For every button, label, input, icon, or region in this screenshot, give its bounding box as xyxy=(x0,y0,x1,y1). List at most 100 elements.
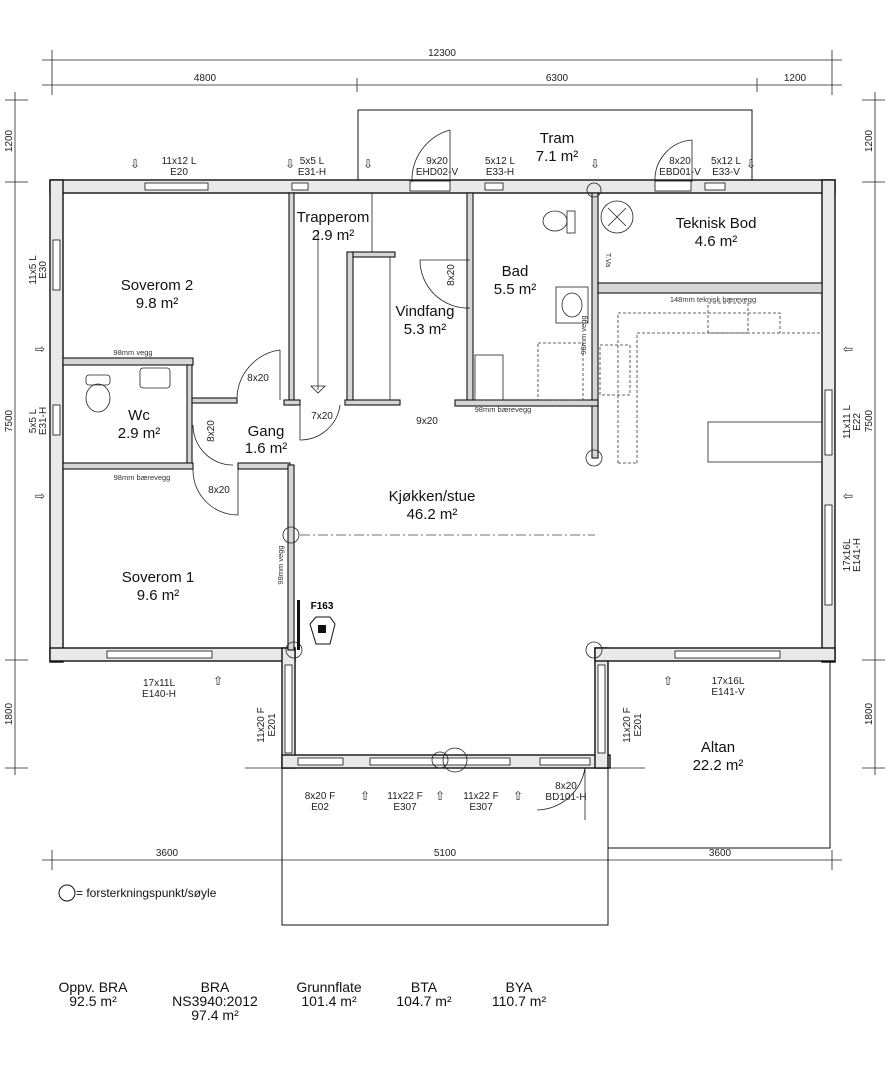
fireplace-label: F163 xyxy=(311,601,334,612)
opening-code: E307 xyxy=(469,802,493,813)
summary-sub: NS3940:2012 xyxy=(172,993,258,1009)
legend-text: = forsterkningspunkt/søyle xyxy=(76,886,217,900)
dim-right-3: 1800 xyxy=(864,702,875,725)
wall-label: 98mm vegg xyxy=(579,315,588,354)
door-size: 8x20 xyxy=(446,264,457,286)
area-summary: Oppv. BRA 92.5 m² BRA NS3940:2012 97.4 m… xyxy=(59,979,547,1023)
dim-top-1: 4800 xyxy=(194,73,217,84)
opening-size: 11x20 F xyxy=(256,707,267,742)
svg-text:⇩: ⇩ xyxy=(363,157,373,171)
svg-text:⇦: ⇦ xyxy=(843,342,853,356)
opening-size: 8x20 xyxy=(555,781,577,792)
opening-code: E20 xyxy=(170,167,188,178)
room-name: Tram xyxy=(540,130,574,147)
interior-walls xyxy=(62,192,823,651)
dim-right-1: 1200 xyxy=(864,129,875,152)
opening-size: 11x11 L xyxy=(842,405,853,440)
dim-top-3: 1200 xyxy=(784,73,807,84)
dim-top-total: 12300 xyxy=(428,48,456,59)
opening-code: E141-V xyxy=(711,687,745,698)
opening-size: 11x22 F xyxy=(387,791,422,802)
dim-bottom-3: 3600 xyxy=(709,848,732,859)
door-labels: 8x20 7x20 9x20 8x20 8x20 8x20 xyxy=(206,264,457,496)
dim-left-3: 1800 xyxy=(4,702,15,725)
door-size: 9x20 xyxy=(416,416,438,427)
room-name: Teknisk Bod xyxy=(676,215,757,232)
room-area: 5.5 m² xyxy=(494,281,537,298)
svg-text:⇧: ⇧ xyxy=(360,789,370,803)
windows xyxy=(52,180,833,766)
room-area: 9.8 m² xyxy=(136,295,179,312)
opening-size: 8x20 F xyxy=(305,791,336,802)
door-size: 8x20 xyxy=(208,485,230,496)
wall-label: 98mm vegg xyxy=(276,545,285,584)
summary-label: BTA xyxy=(411,979,438,995)
reinforcement-point-legend-icon xyxy=(58,884,76,902)
opening-size: 11x5 L xyxy=(28,255,39,285)
summary-label: BYA xyxy=(506,979,534,995)
wall-label: 98mm vegg xyxy=(113,348,152,357)
opening-size: 5x5 L xyxy=(300,156,325,167)
summary-value: 92.5 m² xyxy=(69,993,117,1009)
svg-text:⇨: ⇨ xyxy=(35,342,45,356)
wall-label: 98mm bærevegg xyxy=(475,405,532,414)
room-area: 2.9 m² xyxy=(118,425,161,442)
opening-size: 5x12 L xyxy=(485,156,515,167)
dim-left-1: 1200 xyxy=(4,129,15,152)
room-area: 7.1 m² xyxy=(536,148,579,165)
opening-code: BD101-H xyxy=(545,792,586,803)
room-name: Soverom 1 xyxy=(122,569,195,586)
room-name: Wc xyxy=(128,407,150,424)
opening-code: E307 xyxy=(393,802,417,813)
room-area: 22.2 m² xyxy=(693,757,744,774)
room-area: 1.6 m² xyxy=(245,440,288,457)
opening-size: 5x12 L xyxy=(711,156,741,167)
dim-left-2: 7500 xyxy=(4,409,15,432)
summary-value: 101.4 m² xyxy=(301,993,357,1009)
room-name: Trapperom xyxy=(297,209,370,226)
kitchen-counters xyxy=(537,302,822,464)
room-name: Kjøkken/stue xyxy=(389,488,476,505)
room-name: Vindfang xyxy=(396,303,455,320)
summary-label: BRA xyxy=(201,979,230,995)
fireplace-icon xyxy=(297,600,336,650)
opening-size: 17x11L xyxy=(143,678,176,689)
summary-value: 104.7 m² xyxy=(396,993,452,1009)
summary-label: Oppv. BRA xyxy=(59,979,129,995)
svg-text:⇨: ⇨ xyxy=(35,489,45,503)
room-name: Gang xyxy=(248,423,285,440)
opening-code: EHD02-V xyxy=(416,167,459,178)
opening-size: 11x22 F xyxy=(463,791,498,802)
door-size: 7x20 xyxy=(311,411,333,422)
door-size: 8x20 xyxy=(247,373,269,384)
dim-bottom-2: 5100 xyxy=(434,848,457,859)
svg-text:⇧: ⇧ xyxy=(663,674,673,688)
room-area: 5.3 m² xyxy=(404,321,447,338)
dim-bottom-1: 3600 xyxy=(156,848,179,859)
room-area: 4.6 m² xyxy=(695,233,738,250)
room-labels: Tram 7.1 m² Trapperom 2.9 m² Soverom 2 9… xyxy=(118,130,757,774)
opening-code: E33-V xyxy=(712,167,740,178)
svg-text:⇩: ⇩ xyxy=(130,157,140,171)
summary-value: 110.7 m² xyxy=(492,993,547,1009)
dim-top-2: 6300 xyxy=(546,73,569,84)
opening-code: E201 xyxy=(633,713,644,737)
svg-text:⇩: ⇩ xyxy=(590,157,600,171)
kitchen-island xyxy=(707,421,823,463)
opening-size: 17x16L xyxy=(712,676,745,687)
room-name: Bad xyxy=(502,263,529,280)
opening-size: 8x20 xyxy=(669,156,691,167)
door-swings xyxy=(192,129,693,820)
summary-label: Grunnflate xyxy=(296,979,362,995)
opening-code: EBD01-V xyxy=(659,167,701,178)
svg-text:⇧: ⇧ xyxy=(513,789,523,803)
room-area: 46.2 m² xyxy=(407,506,458,523)
svg-text:⇧: ⇧ xyxy=(213,674,223,688)
opening-size: 11x12 L xyxy=(162,156,197,167)
wall-labels: 98mm vegg 98mm bærevegg 98mm bærevegg 98… xyxy=(113,295,756,585)
opening-labels: 11x12 L E20 5x5 L E31-H 9x20 EHD02-V 5x1… xyxy=(28,156,863,813)
opening-code: E31-H xyxy=(298,167,326,178)
room-name: Soverom 2 xyxy=(121,277,194,294)
opening-code: E141-H xyxy=(852,538,863,572)
